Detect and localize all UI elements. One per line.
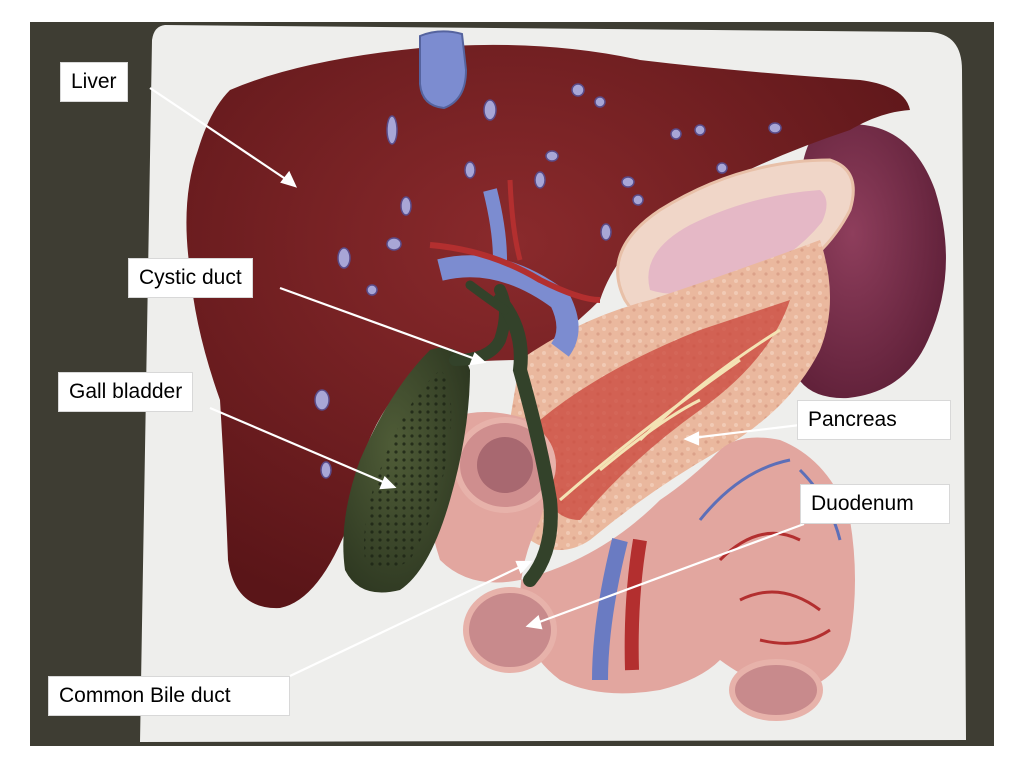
- label-gall-bladder: Gall bladder: [58, 372, 194, 412]
- portal-vein: [437, 255, 579, 357]
- label-cystic-duct: Cystic duct: [128, 258, 253, 298]
- liver-vessel-sections: [314, 83, 782, 479]
- pancreatic-duct-lines: [559, 328, 781, 502]
- label-pancreas: Pancreas: [797, 400, 951, 440]
- liver: [186, 44, 910, 609]
- hepatic-artery: [429, 242, 601, 303]
- label-duodenum: Duodenum: [800, 484, 950, 524]
- jejunum-opening: [729, 659, 823, 721]
- pointer-lines: [149, 87, 805, 677]
- duodenum-opening: [463, 587, 557, 673]
- vena-cava: [419, 30, 468, 110]
- mesenteric-vein: [592, 538, 628, 681]
- stomach-lumen: [648, 190, 827, 294]
- common-bile-duct: [493, 293, 558, 587]
- label-common-bile-duct: Common Bile duct: [48, 676, 290, 716]
- mesenteric-artery: [624, 538, 647, 671]
- label-liver: Liver: [60, 62, 128, 102]
